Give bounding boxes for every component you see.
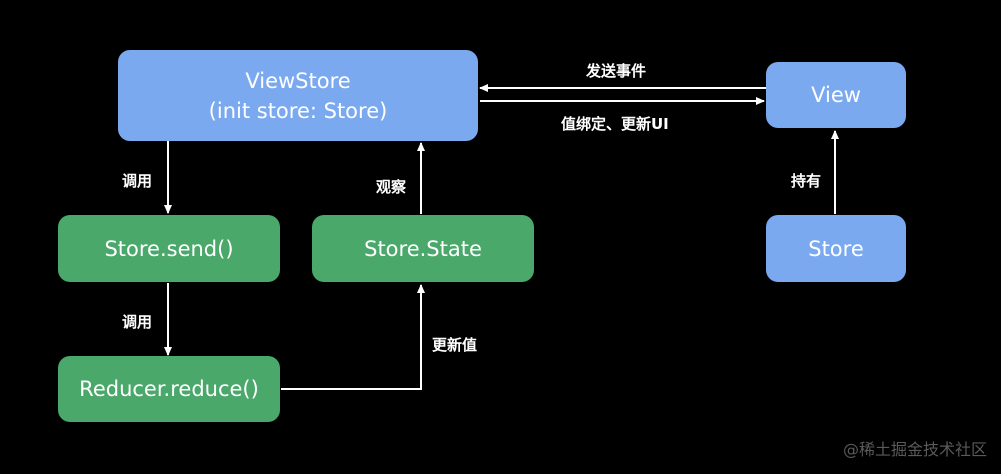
viewstore-title: ViewStore [245,68,351,93]
edge-label-observe: 观察 [376,178,407,196]
store-label: Store [808,236,864,261]
view-node: View [766,62,906,128]
edge-label-call-2: 调用 [122,313,153,331]
store-state-label: Store.State [364,236,482,261]
viewstore-node: ViewStore (init store: Store) [118,50,478,141]
store-send-node: Store.send() [58,215,280,282]
reducer-reduce-node: Reducer.reduce() [58,356,280,422]
edge-label-call-1: 调用 [122,172,153,190]
viewstore-subtitle: (init store: Store) [208,98,388,123]
reducer-reduce-label: Reducer.reduce() [79,377,259,401]
view-label: View [811,83,861,107]
edge-label-hold: 持有 [791,172,822,190]
edge-label-bind-update: 值绑定、更新UI [561,115,669,133]
edge-label-update-value: 更新值 [432,336,478,354]
edge-label-send-event: 发送事件 [586,62,647,80]
watermark: @稀土掘金技术社区 [842,440,987,459]
store-state-node: Store.State [312,215,534,282]
store-node: Store [766,215,906,282]
arrow-reducer-to-store-state [281,284,425,390]
store-send-label: Store.send() [104,236,234,261]
